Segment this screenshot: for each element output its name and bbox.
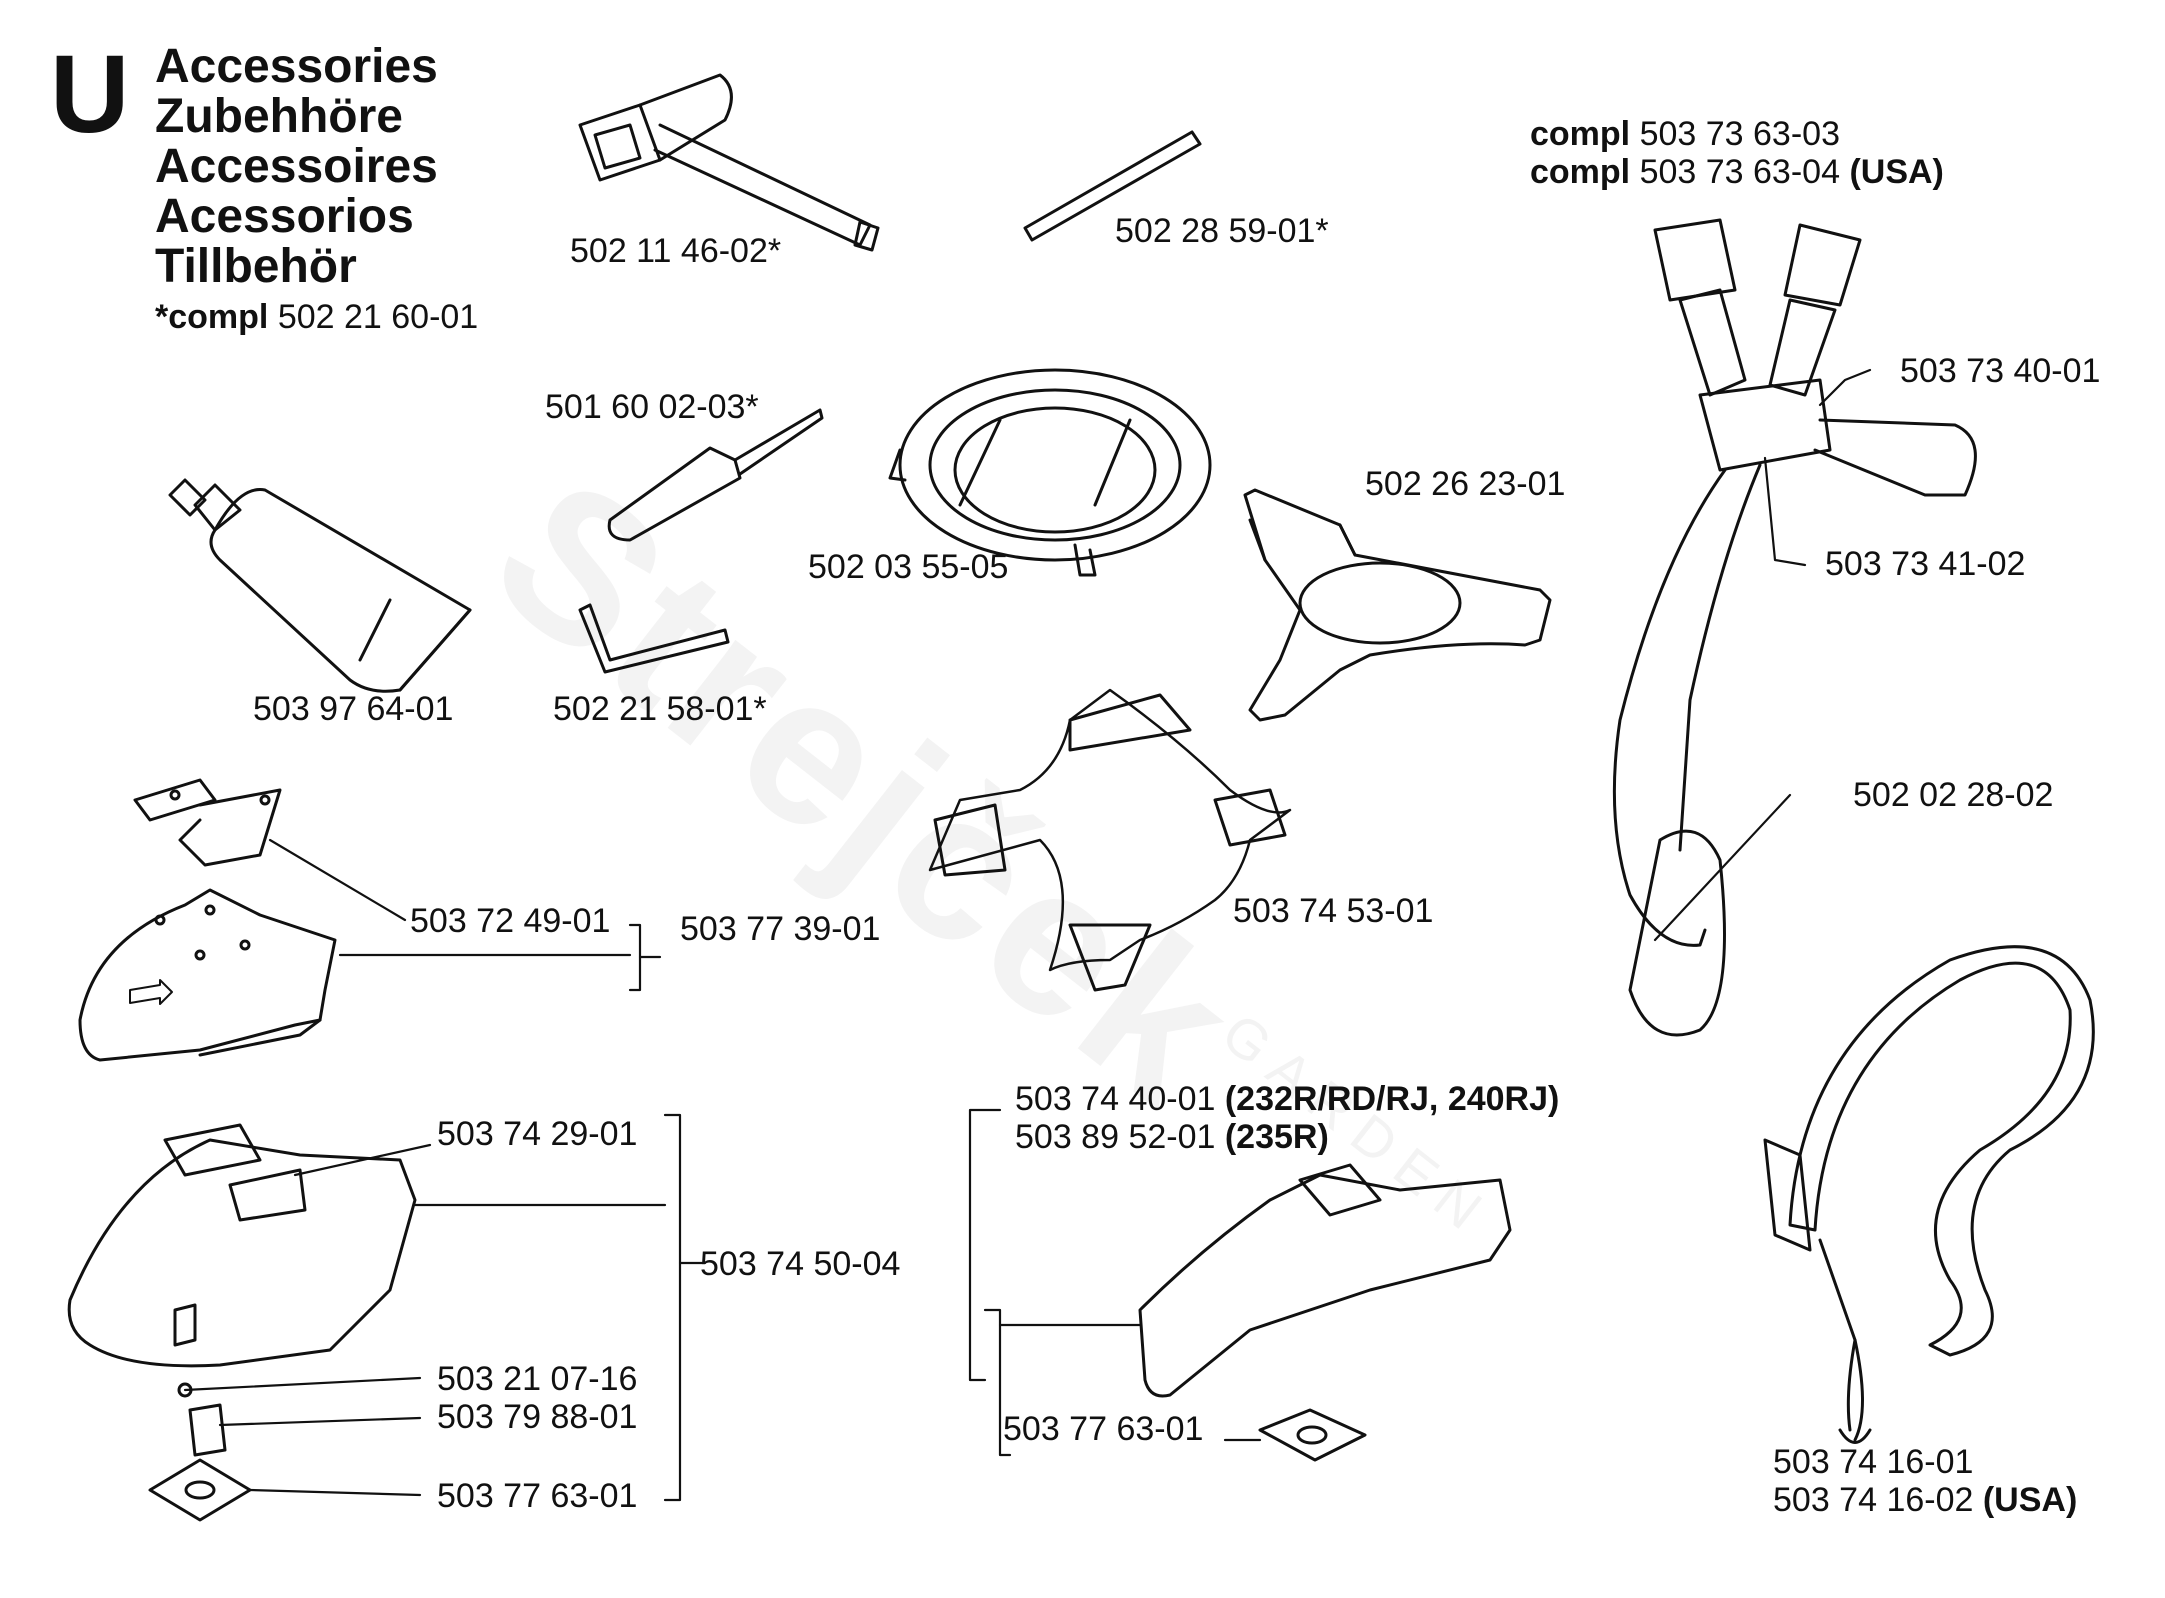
part-label-small-bracket: 503 72 49-01 bbox=[410, 902, 611, 940]
part-label-shoulder-strap-1: 503 74 16-01 bbox=[1773, 1443, 1974, 1481]
harness-drawing bbox=[1612, 218, 1977, 1037]
harness-compl-suffix-2: (USA) bbox=[1849, 153, 1944, 191]
part-label-harness-strap: 503 73 40-01 bbox=[1900, 352, 2101, 390]
part-label-plate-left: 503 77 63-01 bbox=[437, 1477, 638, 1515]
part-label-grease-tube: 503 97 64-01 bbox=[253, 690, 454, 728]
allen-key-drawing bbox=[578, 603, 730, 674]
title-en: Accessories bbox=[155, 40, 438, 93]
part-label-harness-pad: 503 73 41-02 bbox=[1825, 545, 2026, 583]
part-label-shoulder-strap-2: 503 74 16-02 (USA) bbox=[1773, 1481, 2077, 1519]
small-bracket-drawing bbox=[133, 778, 282, 867]
part-label-allen-key: 502 21 58-01* bbox=[553, 690, 767, 728]
nut-plate-drawing bbox=[188, 1403, 227, 1457]
compl-label: *compl 502 21 60-01 bbox=[155, 298, 478, 336]
guard-right-drawing bbox=[1138, 1163, 1512, 1398]
shoulder-strap-number-2: 503 74 16-02 bbox=[1773, 1481, 1974, 1519]
part-label-ring: 502 03 55-05 bbox=[808, 548, 1009, 586]
part-label-guard-kit: 503 77 39-01 bbox=[680, 910, 881, 948]
title-fr: Accessoires bbox=[155, 140, 438, 193]
guard-right-number-2: 503 89 52-01 bbox=[1015, 1118, 1216, 1156]
part-label-guard-top: 503 74 29-01 bbox=[437, 1115, 638, 1153]
guard-large-drawing bbox=[67, 1123, 417, 1368]
part-label-guard-kit-large: 503 74 50-04 bbox=[700, 1245, 901, 1283]
ring-drawing bbox=[888, 368, 1212, 577]
compl-number: 502 21 60-01 bbox=[277, 298, 479, 336]
grease-tube-drawing bbox=[168, 478, 472, 693]
part-label-guard-right-2: 503 89 52-01 (235R) bbox=[1015, 1118, 1329, 1156]
rod-drawing bbox=[1023, 130, 1202, 242]
title-pt: Acessorios bbox=[155, 190, 414, 243]
wrench-drawing bbox=[578, 73, 880, 252]
harness-compl-line-2: compl 503 73 63-04 (USA) bbox=[1530, 153, 1944, 191]
section-letter: U bbox=[50, 33, 130, 156]
part-label-screwdriver: 501 60 02-03* bbox=[545, 388, 759, 426]
harness-compl-prefix-1: compl bbox=[1530, 115, 1631, 153]
harness-compl-number-2: 503 73 63-04 bbox=[1639, 153, 1840, 191]
leader-lines bbox=[183, 368, 1872, 1502]
part-label-plate-right: 503 77 63-01 bbox=[1003, 1410, 1204, 1448]
harness-compl-line-1: compl 503 73 63-03 bbox=[1530, 115, 1840, 153]
harness-compl-prefix-2: compl bbox=[1530, 153, 1631, 191]
guard-right-models-2: (235R) bbox=[1224, 1118, 1329, 1156]
plate-left-drawing bbox=[148, 1458, 252, 1522]
guard-right-models-1: (232R/RD/RJ, 240RJ) bbox=[1224, 1080, 1560, 1118]
shoulder-strap-drawing bbox=[1763, 945, 2095, 1444]
shoulder-strap-suffix-2: (USA) bbox=[1982, 1481, 2078, 1519]
part-label-nut-plate: 503 79 88-01 bbox=[437, 1398, 638, 1436]
title-de: Zubehhöre bbox=[155, 90, 403, 143]
part-label-bracket: 503 74 53-01 bbox=[1233, 892, 1434, 930]
part-label-bolt: 503 21 07-16 bbox=[437, 1360, 638, 1398]
screwdriver-drawing bbox=[607, 408, 824, 542]
part-label-guard-right-1: 503 74 40-01 (232R/RD/RJ, 240RJ) bbox=[1015, 1080, 1559, 1118]
part-label-rod: 502 28 59-01* bbox=[1115, 212, 1329, 250]
plate-right-drawing bbox=[1258, 1408, 1367, 1462]
bracket-drawing bbox=[928, 688, 1292, 992]
part-label-hook: 502 02 28-02 bbox=[1853, 776, 2054, 814]
guard-right-number-1: 503 74 40-01 bbox=[1015, 1080, 1216, 1118]
support-plate-drawing bbox=[1243, 488, 1552, 722]
guard-small-drawing bbox=[78, 888, 337, 1062]
part-label-support-plate: 502 26 23-01 bbox=[1365, 465, 1566, 503]
title-sv: Tillbehör bbox=[155, 240, 357, 293]
compl-prefix: *compl bbox=[155, 298, 269, 336]
harness-compl-number-1: 503 73 63-03 bbox=[1639, 115, 1840, 153]
part-label-wrench: 502 11 46-02* bbox=[570, 232, 782, 270]
